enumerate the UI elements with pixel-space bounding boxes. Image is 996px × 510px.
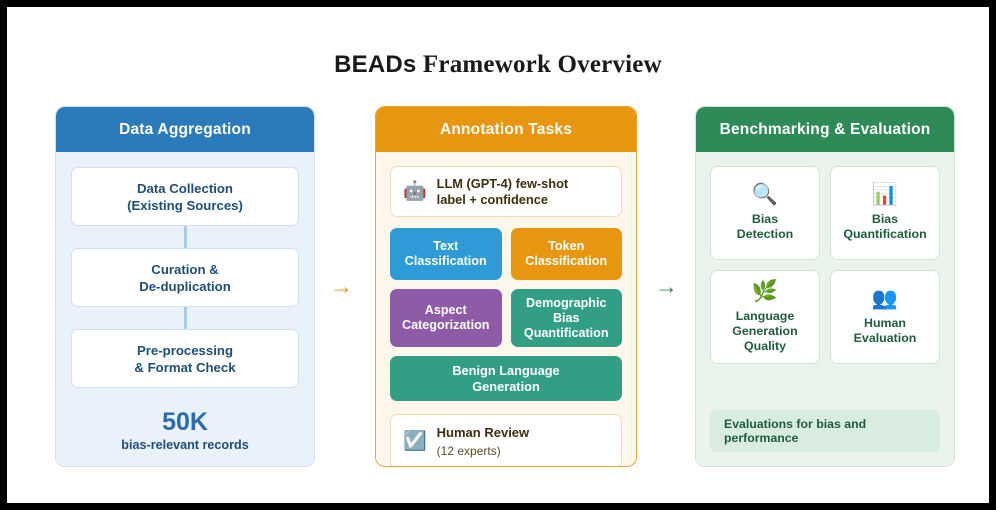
evaluation-card-grid: 🔍 Bias Detection 📊 Bias Quantification 🌿 (710, 166, 940, 364)
task-line2: Categorization (402, 318, 490, 332)
human-review-title: Human Review (436, 424, 530, 440)
task-line2: Generation (472, 378, 540, 394)
stage-data-aggregation: Data Aggregation Data Collection (Existi… (55, 106, 315, 467)
stage-annotation-tasks: Annotation Tasks 🤖 LLM (GPT-4) few-shot … (375, 106, 637, 467)
eval-line1: Language (735, 308, 795, 323)
step-card-line2: De-duplication (139, 278, 231, 294)
record-count-value: 50K (162, 408, 208, 436)
bar-chart-icon: 📊 (871, 183, 899, 206)
record-count-label: bias-relevant records (121, 438, 249, 452)
record-count-stat: 50K bias-relevant records (71, 408, 299, 452)
eval-card-label: Human Evaluation (854, 316, 917, 346)
task-label: Demographic Bias Quantification (524, 296, 609, 341)
human-review-subtitle: (12 experts) (436, 443, 501, 458)
step-card-data-collection[interactable]: Data Collection (Existing Sources) (71, 167, 299, 226)
eval-card-language-generation-quality[interactable]: 🌿 Language Generation Quality (710, 270, 820, 364)
task-aspect-categorization[interactable]: Aspect Categorization (390, 289, 502, 347)
task-line1: Text (433, 239, 459, 253)
eval-line3: Quality (743, 338, 786, 353)
human-review-text: Human Review (12 experts) (437, 424, 529, 460)
task-benign-language-generation[interactable]: Benign Language Generation (390, 356, 622, 401)
eval-card-bias-detection[interactable]: 🔍 Bias Detection (710, 166, 820, 260)
llm-annotation-text: LLM (GPT-4) few-shot label + confidence (437, 176, 569, 208)
task-line2: Bias (552, 310, 580, 325)
step-card-line1: Data Collection (137, 180, 233, 196)
eval-line2: Quantification (843, 227, 927, 241)
task-label: Token Classification (525, 239, 607, 269)
step-card-line2: (Existing Sources) (127, 197, 243, 213)
stage-body-benchmarking-evaluation: 🔍 Bias Detection 📊 Bias Quantification 🌿 (696, 152, 954, 466)
arrow-right-icon-stage2-to-stage3: → (655, 273, 678, 299)
task-line1: Token (548, 239, 585, 253)
task-token-classification[interactable]: Token Classification (510, 228, 622, 280)
eval-card-bias-quantification[interactable]: 📊 Bias Quantification (830, 166, 940, 260)
task-line1: Demographic (526, 295, 607, 310)
checkbox-icon: ☑️ (403, 431, 427, 452)
stage-header-data-aggregation: Data Aggregation (56, 107, 314, 152)
stage-benchmarking-evaluation: Benchmarking & Evaluation 🔍 Bias Detecti… (695, 106, 955, 467)
task-label: Aspect Categorization (402, 303, 489, 333)
connector-line (183, 226, 187, 248)
page-title-rest: Framework Overview (416, 51, 662, 78)
eval-card-label: Bias Quantification (843, 212, 926, 242)
task-line3: Quantification (523, 325, 609, 340)
step-card-line1: Curation & (151, 261, 219, 277)
stage-body-data-aggregation: Data Collection (Existing Sources) Curat… (56, 152, 314, 466)
eval-line1: Human (864, 316, 906, 330)
magnifying-glass-icon: 🔍 (751, 183, 779, 206)
annotation-task-grid: Text Classification Token Classification… (390, 228, 622, 347)
page-title-brand: BEADs (334, 51, 417, 78)
task-line1: Aspect (424, 303, 467, 317)
step-card-preprocessing[interactable]: Pre-processing & Format Check (71, 329, 299, 388)
eval-card-label: Language Generation Quality (732, 309, 797, 354)
people-icon: 👥 (871, 287, 899, 310)
eval-card-human-evaluation[interactable]: 👥 Human Evaluation (830, 270, 940, 364)
llm-line2: label + confidence (436, 191, 548, 207)
robot-icon: 🤖 (403, 181, 427, 202)
stage-header-benchmarking-evaluation: Benchmarking & Evaluation (696, 107, 954, 152)
step-card-curation[interactable]: Curation & De-duplication (71, 248, 299, 307)
eval-line2: Detection (736, 227, 794, 241)
page-title: BEADs Framework Overview (7, 51, 989, 79)
eval-line1: Bias (871, 212, 899, 226)
task-line1: Benign Language (452, 362, 560, 378)
herb-icon: 🌿 (751, 279, 779, 303)
task-label: Text Classification (405, 239, 487, 269)
task-line2: Classification (404, 254, 487, 268)
task-line2: Classification (525, 254, 608, 268)
step-card-line1: Pre-processing (136, 342, 233, 358)
llm-line1: LLM (GPT-4) few-shot (436, 175, 569, 191)
human-review-card[interactable]: ☑️ Human Review (12 experts) (390, 414, 622, 466)
evaluation-footer: Evaluations for bias and performance (710, 410, 940, 452)
step-card-line2: & Format Check (134, 359, 236, 375)
arrow-right-icon-stage1-to-stage2: → (330, 273, 353, 299)
connector-line (183, 307, 187, 329)
eval-line2: Evaluation (853, 331, 917, 345)
eval-card-label: Bias Detection (737, 212, 793, 242)
stage-header-annotation-tasks: Annotation Tasks (376, 107, 636, 152)
stage-body-annotation-tasks: 🤖 LLM (GPT-4) few-shot label + confidenc… (376, 152, 636, 466)
eval-line2: Generation (732, 323, 798, 338)
eval-line1: Bias (751, 212, 779, 226)
task-demographic-bias-quantification[interactable]: Demographic Bias Quantification (510, 289, 622, 347)
task-text-classification[interactable]: Text Classification (390, 228, 502, 280)
task-label: Benign Language Generation (452, 363, 559, 395)
llm-annotation-card[interactable]: 🤖 LLM (GPT-4) few-shot label + confidenc… (390, 166, 622, 217)
evaluation-summary-badge: Evaluations for bias and performance (710, 410, 940, 452)
